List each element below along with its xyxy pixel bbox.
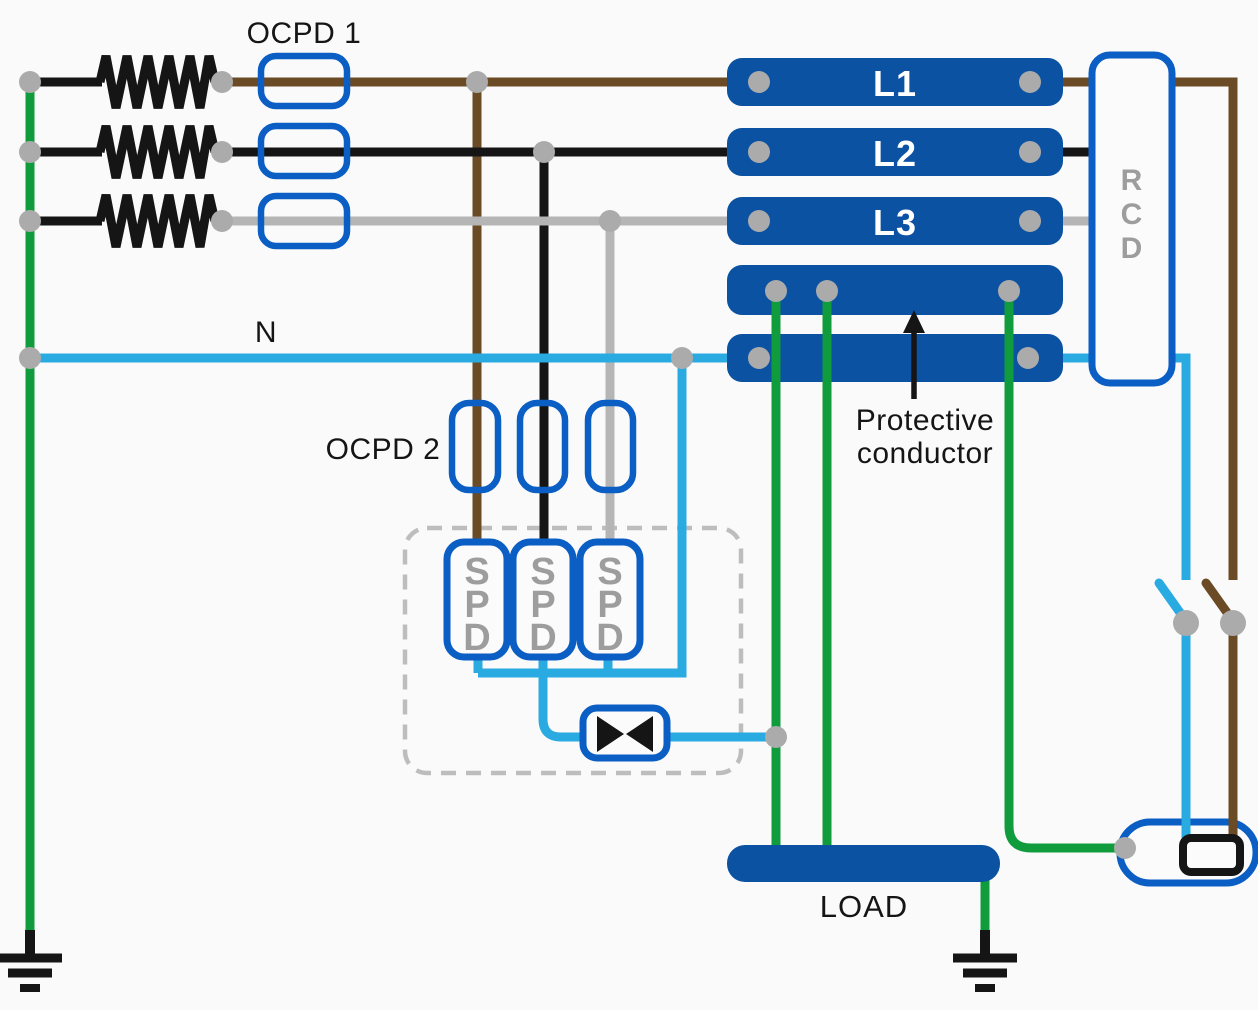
spd-units: [443, 538, 644, 661]
protective-conductor-label-line1: Protective: [856, 404, 994, 437]
spark-gap-triangle-left: [597, 716, 624, 752]
spd1-letter-p: P: [464, 584, 489, 626]
diagram-labels: OCPD 1 OCPD 2 N Protective conductor LOA…: [247, 17, 994, 924]
ocpd2-fuse-l3: [584, 399, 637, 494]
pe-terminal-dot: [765, 280, 787, 302]
junction-dot: [19, 141, 41, 163]
junction-dot: [671, 347, 693, 369]
busbar-l1: [727, 58, 1063, 106]
ocpd1-label: OCPD 1: [247, 17, 362, 50]
ocpd1-fuse-group: [257, 52, 637, 494]
ocpd2-fuse-l1: [448, 399, 502, 494]
neutral-label: N: [255, 316, 277, 349]
load-label: LOAD: [820, 889, 908, 924]
spd-labels: S P D S P D S P D: [463, 551, 623, 659]
ocpd2-label: OCPD 2: [326, 433, 441, 466]
terminal-dot: [748, 141, 770, 163]
bus-to-spark-gap-wire: [538, 673, 600, 742]
ocpd1-fuse-l2: [257, 122, 351, 180]
arrow-head: [903, 310, 925, 333]
spd3-letter-p: P: [597, 584, 622, 626]
junction-dot: [211, 141, 233, 163]
protective-conductor-label-line2: conductor: [857, 437, 993, 470]
spd1-letter-d: D: [463, 617, 490, 659]
spd1-letter-s: S: [464, 551, 489, 593]
junction-dots: [19, 71, 1246, 859]
busbar-l1-label: L1: [873, 63, 917, 104]
busbar-protective-earth: [727, 265, 1063, 315]
equipment-load-element: [1179, 834, 1244, 876]
protective-conductor-arrow: [903, 310, 925, 399]
spark-gap-pe-junction-dot: [765, 726, 787, 748]
spark-gap-device: [579, 704, 671, 762]
spark-gap-box: [579, 704, 671, 762]
source-impedance-l2: [95, 124, 220, 179]
ocpd1-fuse-l3: [257, 192, 351, 250]
pe-drop-to-equipment: [1004, 291, 1128, 853]
neutral-wire-to-switch: [1028, 353, 1191, 580]
busbar-l2: [727, 128, 1063, 176]
terminal-dot: [1017, 347, 1039, 369]
terminal-dot: [1019, 141, 1041, 163]
terminal-dot: [748, 71, 770, 93]
junction-dot: [19, 347, 41, 369]
spark-gap-triangle-right: [626, 716, 653, 752]
spd-unit-3: [576, 538, 644, 661]
busbar-l3: [727, 197, 1063, 245]
ocpd2-fuse-l2: [516, 399, 569, 494]
rcd-device: R C D: [1088, 51, 1176, 387]
equipment-earth-terminal-dot: [1114, 837, 1136, 859]
busbar-group: L1 L2 L3: [727, 58, 1063, 382]
terminal-dot: [748, 347, 770, 369]
spd-unit-2: [509, 538, 577, 661]
spd2-letter-d: D: [529, 617, 556, 659]
terminal-dot: [1019, 71, 1041, 93]
ground-symbol-load: [953, 930, 1017, 992]
junction-dot: [19, 210, 41, 232]
junction-dot: [19, 71, 41, 93]
junction-dot: [211, 71, 233, 93]
rcd-letter-r: R: [1121, 164, 1144, 197]
pe-terminal-dot: [816, 280, 838, 302]
spd2-letter-p: P: [530, 584, 555, 626]
spd3-letter-s: S: [597, 551, 622, 593]
pe-terminal-dot: [998, 280, 1020, 302]
busbar-neutral: [727, 334, 1063, 382]
neutral-switch-pivot-dot: [1173, 610, 1199, 636]
rcd-letter-c: C: [1121, 198, 1144, 231]
terminal-dot: [748, 210, 770, 232]
terminal-dot: [1019, 210, 1041, 232]
earth-wires: [25, 78, 1128, 932]
neutral-wires: [30, 353, 1191, 742]
junction-dot: [466, 71, 488, 93]
spd3-letter-d: D: [596, 617, 623, 659]
rcd-label: R C D: [1121, 164, 1144, 265]
source-impedance-l3: [95, 193, 220, 248]
rcd-letter-d: D: [1121, 232, 1144, 265]
l1-switch-pivot-dot: [1220, 610, 1246, 636]
junction-dot: [599, 210, 621, 232]
ground-symbol-source: [0, 930, 62, 992]
load-bar: [727, 845, 1000, 882]
spd-unit-1: [443, 538, 511, 661]
junction-dot: [211, 210, 233, 232]
spd2-letter-s: S: [530, 551, 555, 593]
busbar-l3-label: L3: [873, 202, 917, 243]
source-impedance-l1: [95, 54, 220, 109]
busbar-l2-label: L2: [873, 133, 917, 174]
rcd-box: [1088, 51, 1176, 387]
junction-dot: [533, 141, 555, 163]
ocpd1-fuse-l1: [257, 52, 351, 110]
spd-assembly-dashed-box: [402, 525, 744, 776]
ground-symbols: [0, 930, 1017, 992]
